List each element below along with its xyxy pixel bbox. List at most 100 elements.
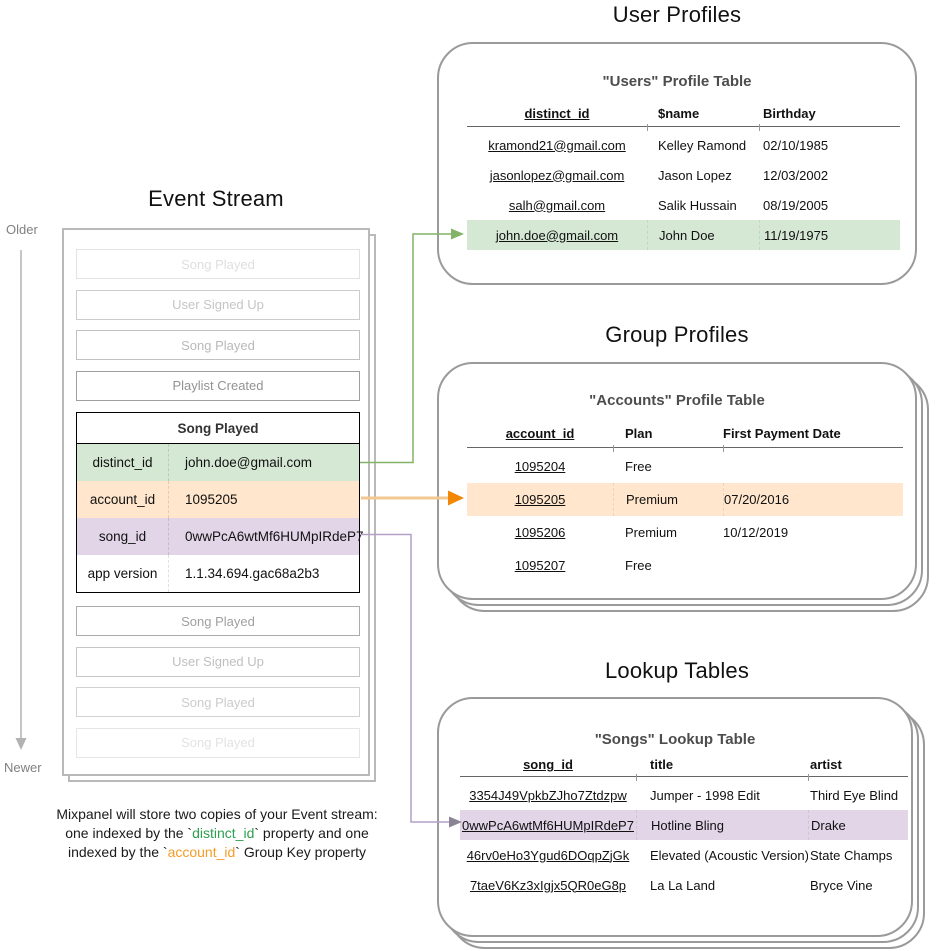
table-row: kramond21@gmail.com Kelley Ramond 02/10/19… [467,130,900,160]
account-id-token: account_id [167,844,236,860]
id-cell: jasonlopez@gmail.com [489,167,625,183]
event-box: User Signed Up [76,646,360,677]
event-property-row: app version 1.1.34.694.gac68a2b3 [77,555,359,592]
table-cell: Jason Lopez [658,167,732,183]
property-key: account_id [77,481,169,518]
property-key: distinct_id [77,444,169,481]
caption-text: one indexed by the ` [65,825,193,841]
table-cell: Bryce Vine [810,877,873,893]
table-row: jasonlopez@gmail.com Jason Lopez 12/03/200… [467,160,900,190]
caption-text: ` Group Key property [235,844,367,860]
table-cell: Free [625,558,652,573]
id-cell: 1095205 [514,492,566,507]
table-cell: 10/12/2019 [723,525,789,540]
column-header: Plan [625,426,653,441]
accounts-table-title: "Accounts" Profile Table [589,392,765,409]
id-cell: john.doe@gmail.com [495,227,619,243]
user-profiles-title: User Profiles [612,2,742,27]
event-label: User Signed Up [172,297,264,312]
id-cell: 1095204 [514,459,566,474]
column-header: Birthday [763,106,816,121]
column-header: First Payment Date [723,426,841,441]
table-cell: Drake [808,810,908,840]
property-value: 1.1.34.694.gac68a2b3 [185,566,320,581]
table-cell: Third Eye Blind [810,787,899,803]
expanded-event-properties: distinct_id john.doe@gmail.com account_id 1… [77,444,364,592]
users-table-title: "Users" Profile Table [602,73,752,90]
table-cell: Premium [613,483,723,516]
table-cell: 07/20/2016 [723,483,903,516]
property-value: 0wwPcA6wtMf6HUMpIRdeP7 [185,529,364,544]
event-box: Song Played [76,727,360,758]
timeline-arrowhead-icon [15,738,27,750]
property-value: john.doe@gmail.com [185,455,313,470]
event-label: Song Played [181,613,255,629]
id-cell: 46rv0eHo3Ygud6DOqpZjGk [466,847,630,863]
newer-label: Newer [4,760,42,775]
songs-table-header: song_id title artist [460,757,908,772]
distinct-id-token: distinct_id [192,825,255,841]
event-box: Song Played [76,330,360,360]
column-header: title [650,757,674,772]
caption-line-1: Mixpanel will store two copies of your E… [56,806,378,822]
users-table-rows: kramond21@gmail.com Kelley Ramond 02/10/19… [467,130,900,250]
table-cell: La La Land [650,877,716,893]
header-rule [467,445,903,452]
table-row: 46rv0eHo3Ygud6DOqpZjGk Elevated (Acoustic… [460,840,908,870]
property-key: app version [77,555,169,592]
id-cell: 7taeV6Kz3xIgjx5QR0eG8p [469,877,627,893]
older-label: Older [6,222,38,237]
table-cell: Elevated (Acoustic Version) [650,847,808,863]
event-box: User Signed Up [76,289,360,320]
table-cell: Kelley Ramond [658,137,747,153]
event-label: Song Played [181,694,255,710]
column-header: artist [810,757,842,772]
table-cell: 12/03/2002 [763,167,829,183]
songs-table-title: "Songs" Lookup Table [594,731,756,748]
event-property-row: account_id 1095205 [77,481,359,518]
table-cell: 11/19/1975 [759,220,900,250]
id-cell: 0wwPcA6wtMf6HUMpIRdeP7 [462,817,634,833]
table-row: 7taeV6Kz3xIgjx5QR0eG8p La La Land Bryce Vi… [460,870,908,900]
event-label: Song Played [181,735,255,750]
table-row: salh@gmail.com Salik Hussain 08/19/2005 [467,190,900,220]
column-header: $name [658,106,700,121]
table-cell: Premium [625,525,678,540]
caption-text: ` property and one [254,825,369,841]
event-box: Song Played [76,249,360,279]
event-label: Song Played [181,337,255,353]
header-rule [460,774,908,781]
column-header: distinct_id [524,106,590,121]
event-property-row: distinct_id john.doe@gmail.com [77,444,359,481]
event-box: Song Played [76,687,360,717]
table-cell: John Doe [647,220,759,250]
property-value: 1095205 [185,492,238,507]
accounts-table-header: account_id Plan First Payment Date [467,426,903,441]
table-cell: 02/10/1985 [763,137,829,153]
users-table-header: distinct_id $name Birthday [467,106,900,121]
table-cell: 08/19/2005 [763,197,829,213]
table-cell: Free [625,459,652,474]
event-box: Song Played [76,606,360,636]
table-cell: Salik Hussain [658,197,737,213]
event-box: Playlist Created [76,370,360,401]
group-profiles-panel [437,362,917,600]
id-cell: 1095207 [514,558,566,573]
lookup-tables-title: Lookup Tables [604,658,750,683]
id-cell: salh@gmail.com [508,197,606,213]
id-cell: kramond21@gmail.com [488,137,626,153]
event-label: User Signed Up [172,654,264,669]
caption: Mixpanel will store two copies of your E… [10,805,424,862]
group-profiles-title: Group Profiles [605,322,749,347]
table-cell: Jumper - 1998 Edit [650,787,760,803]
